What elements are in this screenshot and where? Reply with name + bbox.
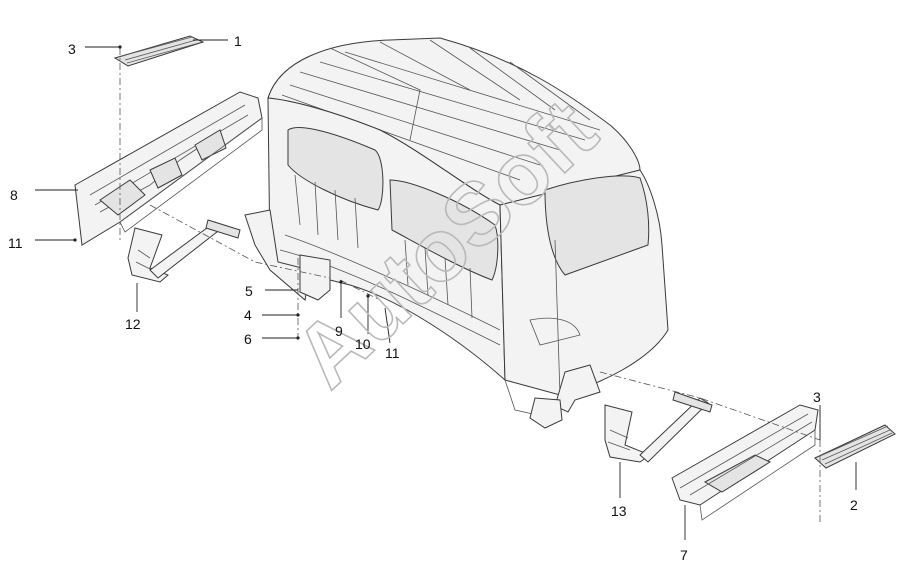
right-step-panel bbox=[671, 404, 819, 521]
callout-6: 6 bbox=[244, 331, 252, 347]
left-step-bracket bbox=[127, 219, 241, 283]
callout-2: 2 bbox=[850, 497, 858, 513]
callout-8: 8 bbox=[10, 187, 18, 203]
callout-labels: 1 2 3 3 4 5 6 7 8 9 10 11 11 12 13 bbox=[8, 33, 858, 563]
callout-13: 13 bbox=[611, 503, 627, 519]
rear-mount-bracket bbox=[299, 254, 331, 301]
cab-body bbox=[244, 37, 669, 429]
rear-window-right bbox=[389, 179, 499, 281]
step-plate-1 bbox=[113, 35, 205, 67]
lower-mount-bracket bbox=[529, 397, 563, 429]
callout-3-right: 3 bbox=[813, 389, 821, 405]
callout-11-left: 11 bbox=[8, 235, 23, 251]
callout-10: 10 bbox=[355, 336, 371, 352]
step-plate-2 bbox=[814, 424, 896, 469]
callout-3-top: 3 bbox=[68, 41, 76, 57]
left-step-panel bbox=[74, 91, 263, 246]
leader-lines bbox=[35, 39, 857, 540]
callout-4: 4 bbox=[244, 307, 252, 323]
callout-9: 9 bbox=[335, 323, 343, 339]
callout-5: 5 bbox=[245, 283, 253, 299]
callout-11-center: 11 bbox=[385, 345, 400, 361]
side-window bbox=[544, 175, 650, 276]
callout-12: 12 bbox=[125, 316, 141, 332]
callout-7: 7 bbox=[680, 547, 688, 563]
callout-1: 1 bbox=[234, 33, 242, 49]
right-step-bracket bbox=[604, 391, 713, 463]
rear-window-left bbox=[287, 127, 384, 211]
